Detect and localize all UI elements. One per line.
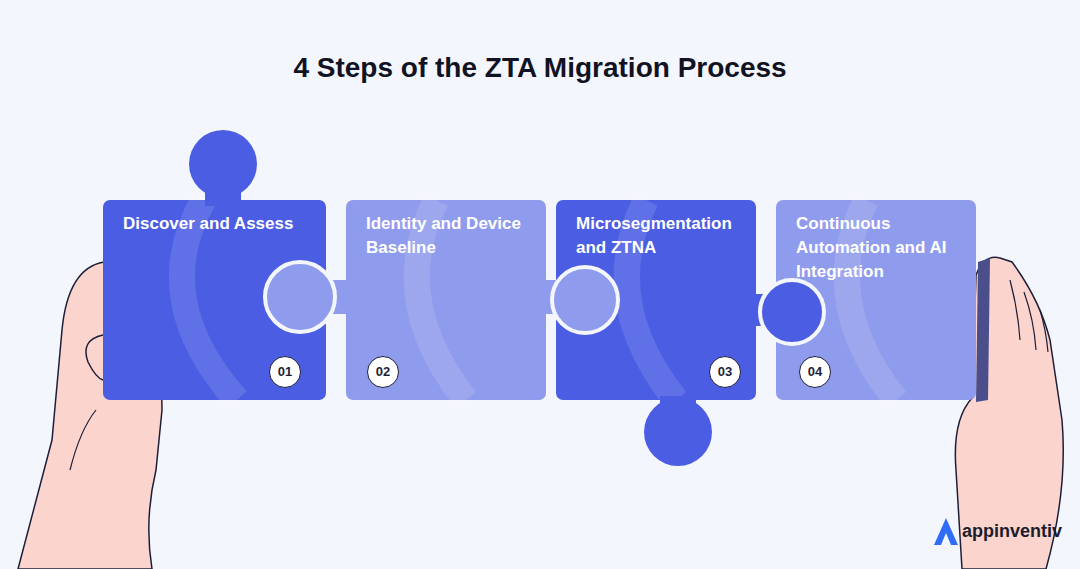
puzzle-piece: Identity and Device Baseline 02 xyxy=(346,200,546,400)
left-hand-line xyxy=(70,410,96,470)
left-hand-finger xyxy=(86,335,103,380)
step-title: Microsegmentation and ZTNA xyxy=(556,200,754,260)
puzzle-piece: Continuous Automation and AI Integration… xyxy=(776,200,976,400)
brand-logo: appinventiv xyxy=(962,521,1062,542)
step-number: 03 xyxy=(709,356,741,388)
right-hand-shadow xyxy=(976,258,990,402)
logo-mark xyxy=(934,518,958,545)
step-number: 02 xyxy=(367,356,399,388)
step-title: Discover and Assess xyxy=(103,200,303,236)
puzzle-knob xyxy=(644,398,712,466)
step-number: 01 xyxy=(269,356,301,388)
puzzle-piece: Microsegmentation and ZTNA 03 xyxy=(556,200,756,400)
piece-body xyxy=(346,200,546,400)
diagram-title: 4 Steps of the ZTA Migration Process xyxy=(0,52,1080,84)
right-hand-line xyxy=(1010,280,1048,352)
step-title: Continuous Automation and AI Integration xyxy=(776,200,971,284)
step-number: 04 xyxy=(799,356,831,388)
step-title: Identity and Device Baseline xyxy=(346,200,536,260)
puzzle-knob xyxy=(265,262,335,332)
puzzle-knob xyxy=(189,130,257,198)
puzzle-knob xyxy=(552,267,618,333)
puzzle-knob xyxy=(760,280,824,344)
